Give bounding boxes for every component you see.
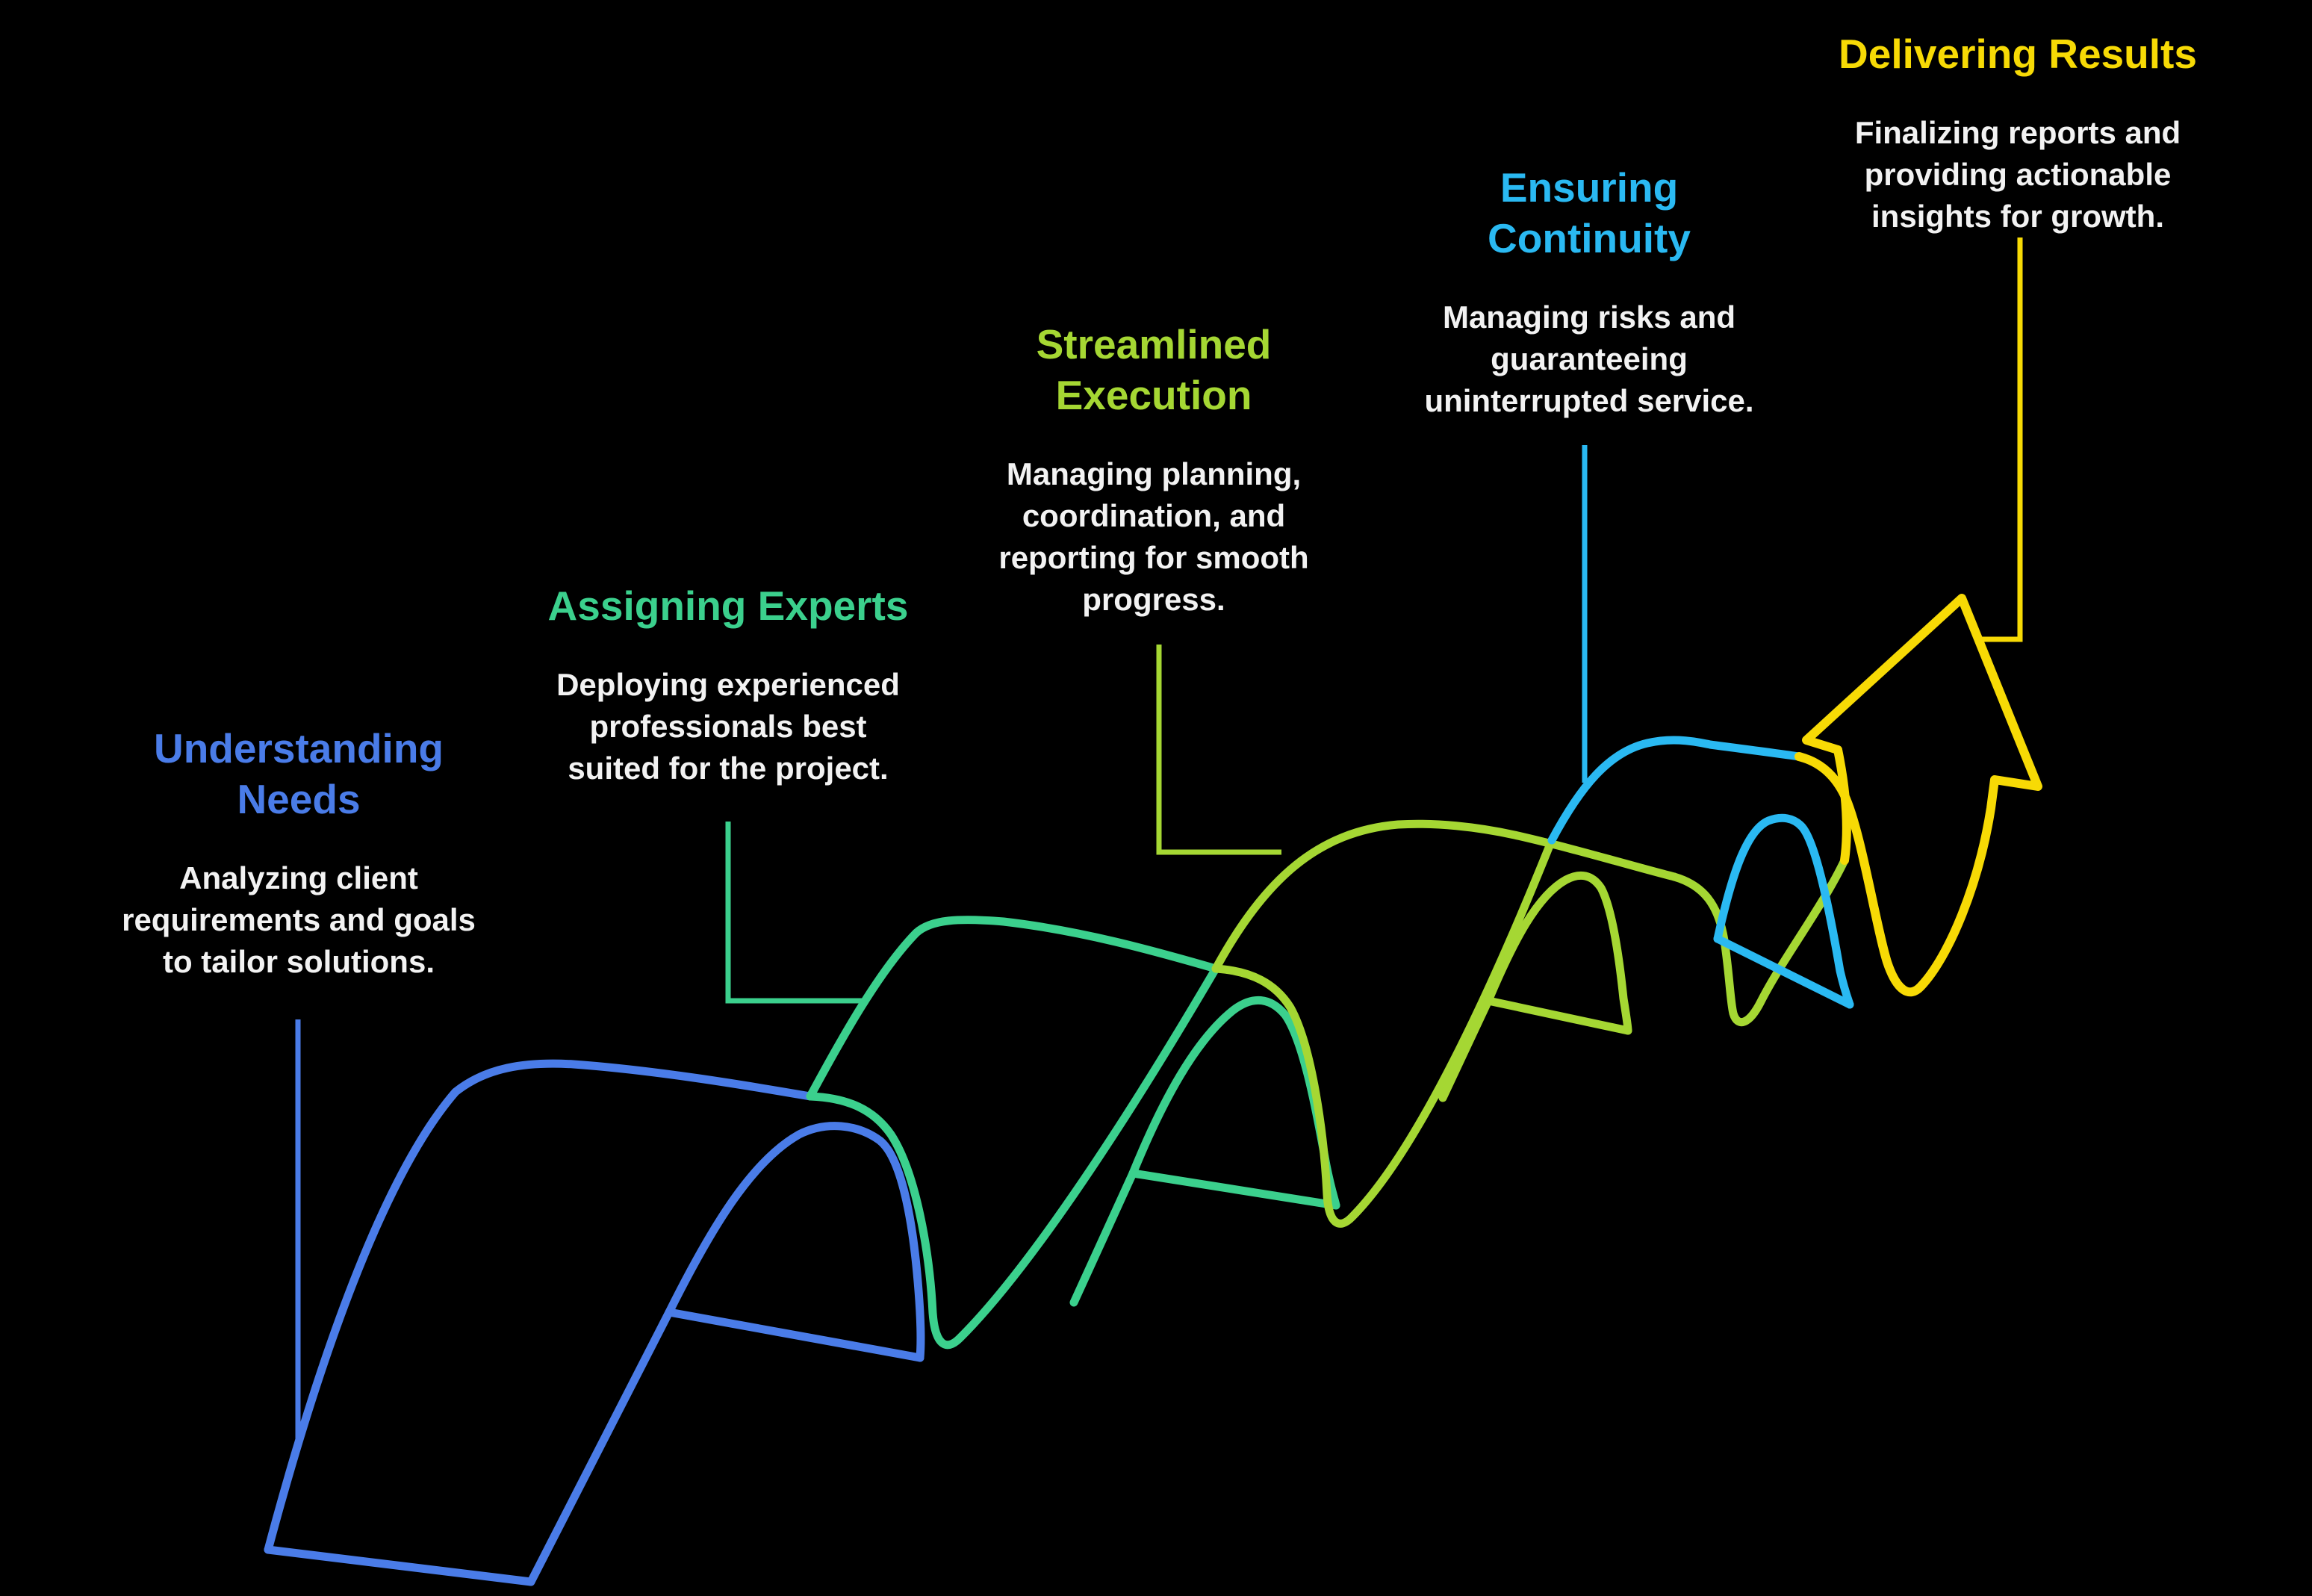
stage-2-desc-line-2: professionals best — [589, 709, 867, 744]
wave-2-floor-edge — [1128, 1169, 1340, 1210]
wave-segment-2 — [725, 822, 1340, 1350]
stage-1-label: Understanding Needs Analyzing client req… — [60, 723, 538, 983]
stage-3-desc-line-1: Managing planning, — [1006, 456, 1302, 491]
stage-3-title: Streamlined Execution — [915, 319, 1393, 420]
wave-3-trough-curve — [1211, 836, 1556, 1228]
stage-5-desc-line-1: Finalizing reports and — [1854, 115, 2181, 150]
stage-4-title: Ensuring Continuity — [1350, 162, 1828, 264]
stage-1-title: Understanding Needs — [60, 723, 538, 825]
stage-2-desc-line-3: suited for the project. — [568, 751, 889, 786]
stage-1-description: Analyzing client requirements and goals … — [60, 857, 538, 983]
wave-segment-1 — [264, 1019, 925, 1586]
stage-4-desc-line-1: Managing risks and — [1442, 299, 1736, 335]
stage-2-description: Deploying experienced professionals best… — [489, 664, 967, 789]
wave-segment-5-arrow — [1794, 237, 2042, 997]
growth-arrow-tail-left-edge — [1833, 745, 1851, 865]
stage-5-desc-line-2: providing actionable — [1864, 157, 2172, 192]
wave-4-inner-arch — [1713, 813, 1854, 1009]
wave-2-outer-arch — [806, 916, 1220, 1101]
wave-1-outer-arch — [264, 1059, 815, 1554]
stage-3-title-line-1: Streamlined — [1036, 321, 1272, 367]
stage-2-desc-line-1: Deploying experienced — [556, 667, 900, 702]
wave-2-trough-curve — [806, 964, 1220, 1350]
wave-3-arc-plunge — [1670, 856, 1849, 1026]
stage-5-desc-line-3: insights for growth. — [1871, 199, 2164, 234]
stage-3-desc-line-4: progress. — [1082, 582, 1225, 617]
stage-4-title-line-2: Continuity — [1488, 215, 1691, 261]
wave-3-inner-arch — [1438, 871, 1632, 1102]
stage-1-title-line-1: Understanding — [153, 725, 444, 771]
stage-2-title-line-1: Assigning Experts — [547, 583, 909, 629]
wave-1-bottom-edge — [264, 1545, 535, 1586]
stage-5-leader-line — [1979, 237, 2023, 642]
wave-3-outer-arch — [1211, 819, 1679, 973]
stage-2-label: Assigning Experts Deploying experienced … — [489, 580, 967, 789]
wave-segment-3 — [1156, 645, 1849, 1228]
stage-3-title-line-2: Execution — [1055, 372, 1252, 418]
stage-5-description: Finalizing reports and providing actiona… — [1779, 112, 2257, 237]
wave-2-inner-arch — [1069, 996, 1340, 1307]
wave-1-floor-edge — [665, 1308, 925, 1362]
stage-1-desc-line-3: to tailor solutions. — [163, 944, 435, 979]
stage-4-description: Managing risks and guaranteeing uninterr… — [1350, 296, 1828, 422]
stage-3-leader-line — [1156, 645, 1281, 855]
stage-1-title-line-2: Needs — [237, 776, 361, 822]
wave-1-inner-arch — [526, 1122, 925, 1586]
stage-3-desc-line-2: coordination, and — [1022, 498, 1286, 533]
stage-5-title-line-1: Delivering Results — [1839, 31, 2197, 77]
stage-1-desc-line-2: requirements and goals — [122, 902, 476, 937]
stage-4-desc-line-3: uninterrupted service. — [1424, 383, 1754, 418]
stage-3-desc-line-3: reporting for smooth — [998, 540, 1309, 575]
stage-5-title: Delivering Results — [1779, 28, 2257, 79]
wave-3-floor-edge — [1484, 996, 1632, 1035]
stage-2-leader-line — [725, 822, 865, 1004]
stage-1-desc-line-1: Analyzing client — [179, 860, 418, 895]
stage-4-title-line-1: Ensuring — [1500, 164, 1679, 211]
wave-4-outer-arch — [1547, 736, 1803, 845]
stage-2-title: Assigning Experts — [489, 580, 967, 631]
wave-4-floor-edge — [1713, 934, 1854, 1009]
stage-5-label: Delivering Results Finalizing reports an… — [1779, 28, 2257, 237]
wave-segment-4 — [1547, 445, 1854, 1009]
stage-3-description: Managing planning, coordination, and rep… — [915, 453, 1393, 621]
stage-3-label: Streamlined Execution Managing planning,… — [915, 319, 1393, 621]
stage-4-label: Ensuring Continuity Managing risks and g… — [1350, 162, 1828, 422]
stage-4-desc-line-2: guaranteeing — [1491, 341, 1688, 376]
